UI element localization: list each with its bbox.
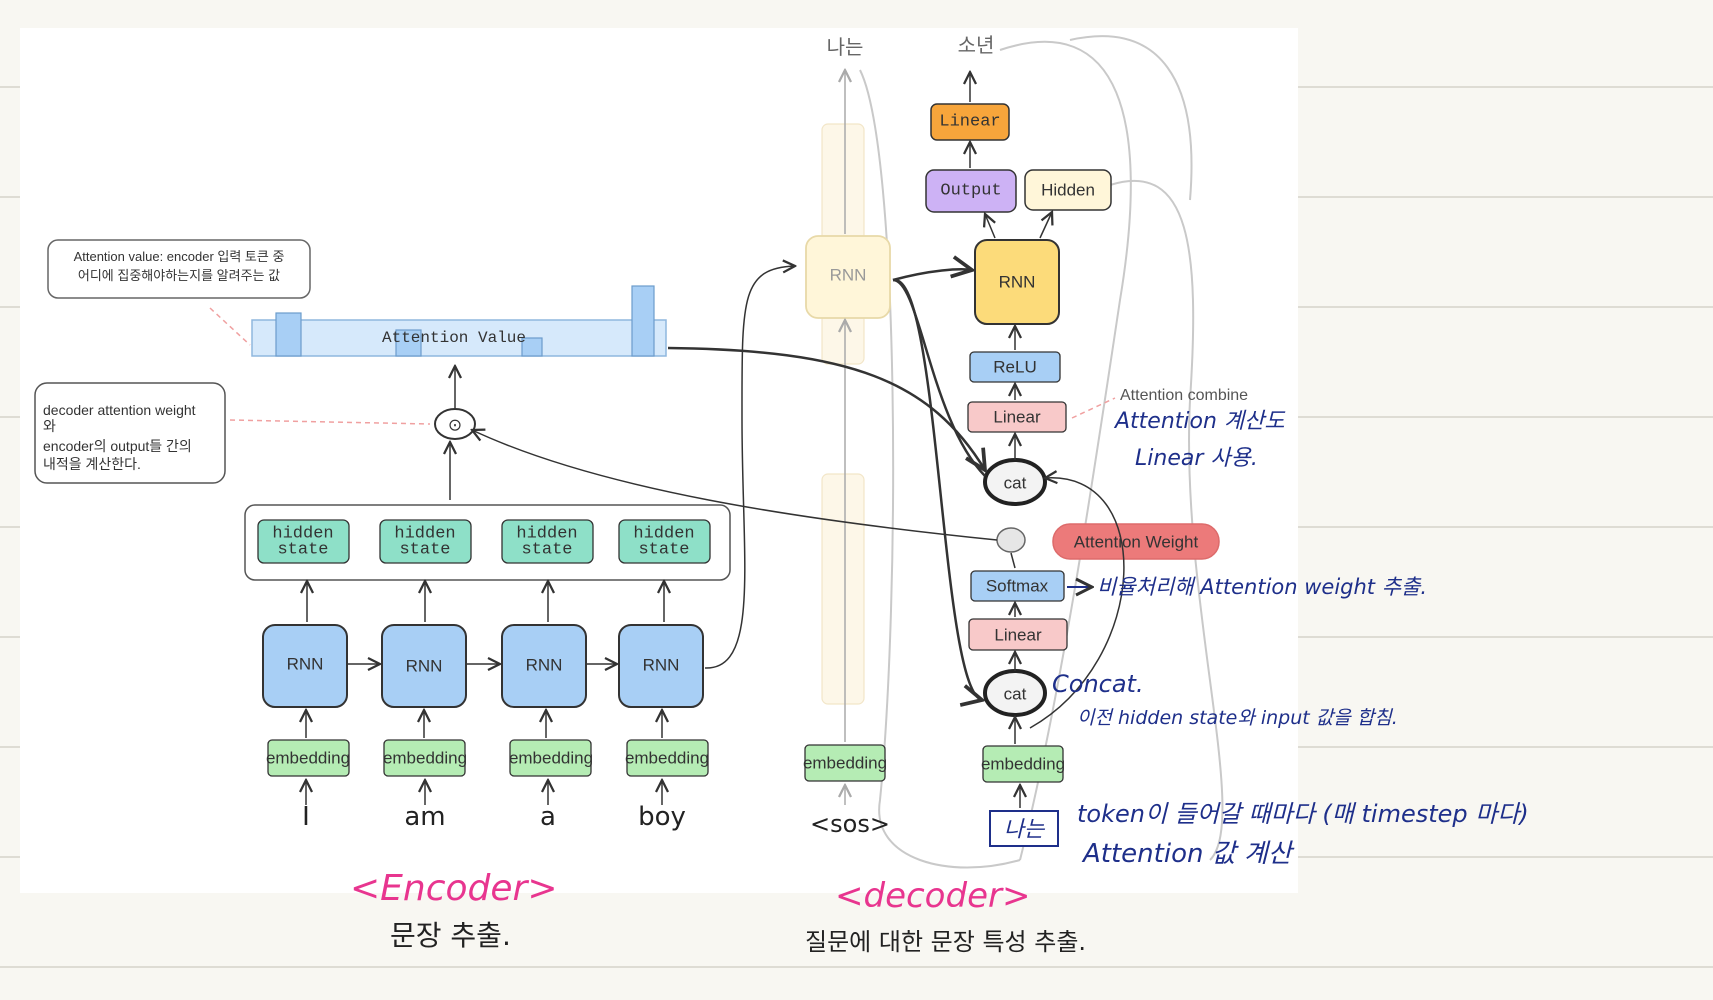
decoder-linear-top-box: [930, 103, 1010, 141]
attention-value-note-line-1: Attention value: encoder 입력 토큰 중: [74, 249, 285, 264]
hidden-state-box: [618, 519, 711, 564]
decoder-right-output-token: 소년: [958, 34, 995, 57]
encoder-embedding-box: [509, 739, 592, 777]
decoder-cat-top-label: cat: [1004, 474, 1027, 493]
decoder-left-track-bottom: [821, 473, 865, 705]
encoder-token: am: [404, 802, 445, 832]
decoder-left-input-token: <sos>: [810, 810, 890, 838]
encoder-embedding-label: embedding: [509, 749, 593, 768]
hidden-states-container: [244, 504, 731, 581]
decoder-weight-note-line-3: encoder의 output들 간의: [43, 438, 192, 454]
encoder-embedding-box: [626, 739, 709, 777]
encoder-rnn-box: [262, 624, 348, 708]
decoder-right-embedding-box: [982, 745, 1064, 783]
decoder-linear-lower-box: [968, 618, 1068, 651]
decoder-cat-bottom-label: cat: [1004, 685, 1027, 704]
decoder-left-rnn-box: [805, 235, 891, 319]
decoder-relu-box: [969, 351, 1061, 383]
decoder-description: 질문에 대한 문장 특성 추출.: [805, 928, 1086, 956]
attention-weight-badge: [1052, 523, 1220, 560]
attention-weight-label: Attention Weight: [1074, 533, 1199, 552]
hidden-state-label: hidden: [394, 525, 455, 544]
decoder-linear-combine-label: Linear: [993, 408, 1041, 427]
decoder-relu-label: ReLU: [993, 358, 1036, 377]
encoder-embedding-label: embedding: [266, 749, 350, 768]
decoder-softmax-label: Softmax: [986, 577, 1049, 596]
attention-combine-note: Attention combine: [1120, 387, 1248, 404]
decoder-right-rnn-label: RNN: [999, 273, 1036, 292]
decoder-right-rnn-box: [974, 239, 1060, 325]
hidden-state-label: state: [638, 541, 689, 560]
decoder-left-rnn-label: RNN: [830, 266, 867, 285]
hidden-state-box: [501, 519, 594, 564]
decoder-output-box: [925, 169, 1017, 213]
encoder-rnn-label: RNN: [526, 656, 563, 675]
encoder-column-1: hidden state RNN embedding I: [257, 519, 350, 832]
attention-value-segment: [275, 312, 302, 357]
hidden-state-label: hidden: [516, 525, 577, 544]
decoder-right-input-token: 나는: [1004, 818, 1046, 843]
hidden-state-label: state: [277, 541, 328, 560]
encoder-token: boy: [638, 802, 686, 832]
encoder-token: I: [302, 802, 310, 832]
decoder-linear-lower-label: Linear: [994, 626, 1042, 645]
handwritten-concat-note: 이전 hidden state와 input 값을 합침.: [1077, 707, 1398, 729]
handwritten-concat-title: Concat.: [1052, 670, 1144, 698]
dot-product-symbol: ⊙: [448, 416, 462, 435]
decoder-right-embedding-label: embedding: [981, 755, 1065, 774]
decoder-hidden-box: [1024, 169, 1112, 211]
decoder-hidden-label: Hidden: [1041, 181, 1095, 200]
encoder-rnn-box: [381, 624, 467, 708]
decoder-left-output-token: 나는: [827, 36, 864, 59]
hidden-state-label: hidden: [633, 525, 694, 544]
hidden-state-label: hidden: [272, 525, 333, 544]
hidden-state-box: [257, 519, 350, 564]
attention-weight-node: [996, 527, 1026, 553]
encoder-embedding-label: embedding: [625, 749, 709, 768]
decoder-weight-note-line-4: 내적을 계산한다.: [43, 456, 141, 472]
decoder-softmax-box: [970, 570, 1065, 602]
attention-value-note-box: [47, 239, 311, 299]
decoder-title: <decoder>: [835, 876, 1030, 916]
decoder-left-embedding-box: [804, 744, 886, 782]
handwritten-softmax-note: 비율처리해 Attention weight 추출.: [1097, 575, 1427, 599]
hidden-state-label: state: [521, 541, 572, 560]
decoder-weight-note-box: [34, 382, 226, 484]
decoder-weight-note-line-1: decoder attention weight: [43, 402, 196, 418]
attention-value-segment: [395, 329, 422, 357]
dot-product-node: [434, 408, 476, 440]
attention-value-segment: [521, 337, 543, 357]
encoder-rnn-label: RNN: [406, 657, 443, 676]
encoder-title: <Encoder>: [350, 868, 558, 909]
hidden-state-label: state: [399, 541, 450, 560]
encoder-rnn-label: RNN: [643, 656, 680, 675]
encoder-embedding-box: [383, 739, 466, 777]
handwritten-token-note-1: token이 들어갈 때마다 (매 timestep 마다): [1077, 800, 1529, 828]
handwritten-attention-linear-1: Attention 계산도: [1113, 409, 1286, 434]
decoder-output-label: Output: [940, 182, 1001, 201]
handwritten-token-note-2: Attention 값 계산: [1081, 839, 1295, 869]
encoder-column-4: hidden state RNN embedding boy: [618, 519, 711, 832]
hidden-state-box: [379, 519, 472, 564]
encoder-column-3: hidden state RNN embedding a: [501, 519, 594, 832]
attention-value-segment: [631, 285, 655, 357]
encoder-rnn-label: RNN: [287, 655, 324, 674]
handwritten-attention-linear-2: Linear 사용.: [1135, 446, 1258, 471]
attention-value-bar: [251, 319, 667, 357]
decoder-left-embedding-label: embedding: [803, 754, 887, 773]
encoder-rnn-box: [618, 624, 704, 708]
attention-value-label: Attention Value: [382, 329, 526, 347]
decoder-linear-top-label: Linear: [939, 113, 1000, 132]
decoder-weight-note-line-2: 와: [43, 418, 56, 434]
encoder-embedding-label: embedding: [383, 749, 467, 768]
encoder-token: a: [540, 802, 556, 832]
attention-value-note-line-2: 어디에 집중해야하는지를 알려주는 값: [78, 268, 280, 283]
encoder-rnn-box: [501, 624, 587, 708]
encoder-column-2: hidden state RNN embedding am: [379, 519, 472, 832]
encoder-description: 문장 추출.: [390, 919, 511, 952]
encoder-embedding-box: [267, 739, 350, 777]
decoder-input-token-box: [989, 810, 1059, 847]
decoder-linear-combine-box: [967, 401, 1067, 433]
